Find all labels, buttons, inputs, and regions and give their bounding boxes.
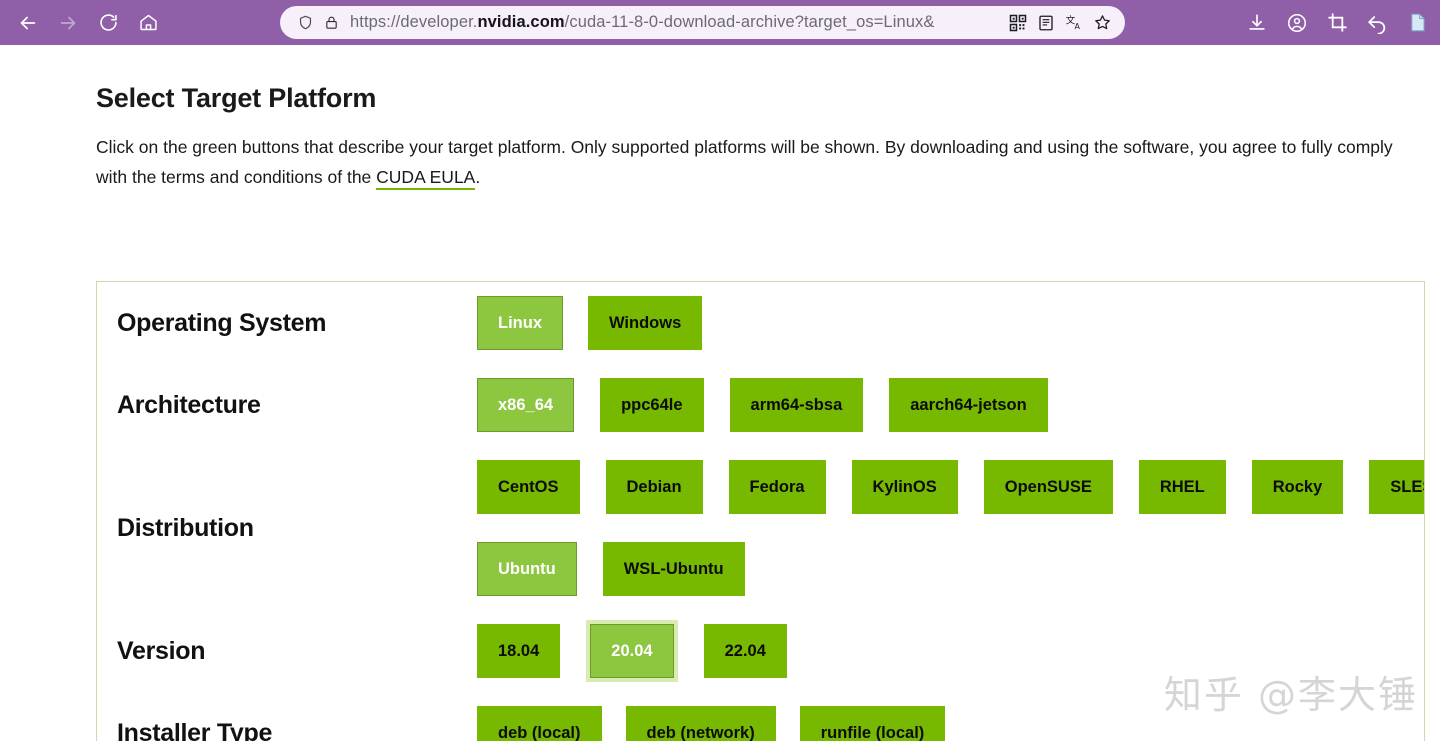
screenshot-crop-icon[interactable] — [1320, 6, 1354, 40]
url-suffix: /cuda-11-8-0-download-archive?target_os=… — [564, 13, 935, 31]
option-debian[interactable]: Debian — [605, 460, 703, 514]
option-ppc64le[interactable]: ppc64le — [600, 378, 704, 432]
options-operating-system: Linux Windows — [477, 296, 703, 350]
forward-button[interactable] — [48, 5, 88, 41]
option-linux[interactable]: Linux — [477, 296, 563, 350]
distribution-line-2: Ubuntu WSL-Ubuntu — [477, 542, 1424, 596]
page-description-text: Click on the green buttons that describe… — [96, 137, 1393, 187]
reader-view-icon[interactable] — [1033, 10, 1059, 36]
option-rocky[interactable]: Rocky — [1251, 460, 1344, 514]
page-description: Click on the green buttons that describe… — [96, 132, 1416, 192]
arrow-left-icon — [17, 12, 39, 34]
row-version: Version 18.04 20.04 22.04 — [97, 610, 1424, 692]
bookmark-star-icon[interactable] — [1089, 10, 1115, 36]
option-centos[interactable]: CentOS — [477, 460, 580, 514]
option-fedora[interactable]: Fedora — [728, 460, 826, 514]
option-18-04[interactable]: 18.04 — [477, 624, 561, 678]
padlock-icon[interactable] — [318, 10, 344, 36]
svg-text:文: 文 — [1065, 14, 1075, 26]
account-icon[interactable] — [1280, 6, 1314, 40]
option-sles[interactable]: SLES — [1369, 460, 1424, 514]
row-label-operating-system: Operating System — [117, 308, 327, 337]
downloads-icon[interactable] — [1240, 6, 1274, 40]
option-rhel[interactable]: RHEL — [1138, 460, 1226, 514]
row-label-version: Version — [117, 636, 206, 665]
option-deb-network[interactable]: deb (network) — [625, 706, 776, 741]
page-content: Select Target Platform Click on the gree… — [0, 45, 1440, 741]
row-installer-type: Installer Type deb (local) deb (network)… — [97, 692, 1424, 741]
arrow-right-icon — [57, 12, 79, 34]
home-button[interactable] — [128, 5, 168, 41]
options-version: 18.04 20.04 22.04 — [477, 620, 787, 682]
option-ubuntu[interactable]: Ubuntu — [477, 542, 577, 596]
cuda-eula-link[interactable]: CUDA EULA — [376, 167, 476, 190]
home-icon — [138, 12, 159, 33]
row-label-installer-type: Installer Type — [117, 718, 273, 741]
svg-text:A: A — [1074, 22, 1080, 31]
option-22-04[interactable]: 22.04 — [703, 624, 787, 678]
row-label-distribution: Distribution — [117, 513, 254, 542]
row-operating-system: Operating System Linux Windows — [97, 282, 1424, 364]
page-title: Select Target Platform — [96, 83, 377, 113]
address-bar[interactable]: https://developer.nvidia.com/cuda-11-8-0… — [280, 6, 1125, 39]
url-prefix: https://developer. — [350, 13, 478, 31]
option-runfile-local[interactable]: runfile (local) — [799, 706, 946, 741]
browser-toolbar-right — [1240, 0, 1434, 45]
option-aarch64-jetson[interactable]: aarch64-jetson — [889, 378, 1048, 432]
options-architecture: x86_64 ppc64le arm64-sbsa aarch64-jetson — [477, 378, 1048, 432]
url-host: nvidia.com — [477, 13, 565, 31]
options-distribution: CentOS Debian Fedora KylinOS OpenSUSE RH… — [477, 446, 1424, 610]
option-arm64-sbsa[interactable]: arm64-sbsa — [729, 378, 864, 432]
option-deb-local[interactable]: deb (local) — [477, 706, 602, 741]
option-x86-64[interactable]: x86_64 — [477, 378, 575, 432]
reload-icon — [98, 12, 119, 33]
row-distribution: Distribution CentOS Debian Fedora KylinO… — [97, 446, 1424, 610]
shield-icon[interactable] — [292, 10, 318, 36]
navigation-button-group — [0, 5, 168, 41]
option-wsl-ubuntu[interactable]: WSL-Ubuntu — [602, 542, 745, 596]
option-windows[interactable]: Windows — [588, 296, 703, 350]
options-installer-type: deb (local) deb (network) runfile (local… — [477, 706, 946, 741]
distribution-line-1: CentOS Debian Fedora KylinOS OpenSUSE RH… — [477, 460, 1424, 514]
page-description-period: . — [475, 167, 481, 187]
option-kylinos[interactable]: KylinOS — [851, 460, 958, 514]
browser-toolbar: https://developer.nvidia.com/cuda-11-8-0… — [0, 0, 1440, 45]
platform-selector-panel: Operating System Linux Windows Architect… — [96, 281, 1425, 741]
url-text[interactable]: https://developer.nvidia.com/cuda-11-8-0… — [344, 13, 1001, 32]
qr-code-icon[interactable] — [1005, 10, 1031, 36]
reload-button[interactable] — [88, 5, 128, 41]
back-button[interactable] — [8, 5, 48, 41]
undo-arrow-icon[interactable] — [1360, 6, 1394, 40]
option-opensuse[interactable]: OpenSUSE — [983, 460, 1113, 514]
row-architecture: Architecture x86_64 ppc64le arm64-sbsa a… — [97, 364, 1424, 446]
document-page-icon[interactable] — [1400, 6, 1434, 40]
watermark: 知乎 @李大锤 — [1163, 673, 1418, 717]
option-20-04[interactable]: 20.04 — [586, 620, 678, 682]
row-label-architecture: Architecture — [117, 390, 261, 419]
